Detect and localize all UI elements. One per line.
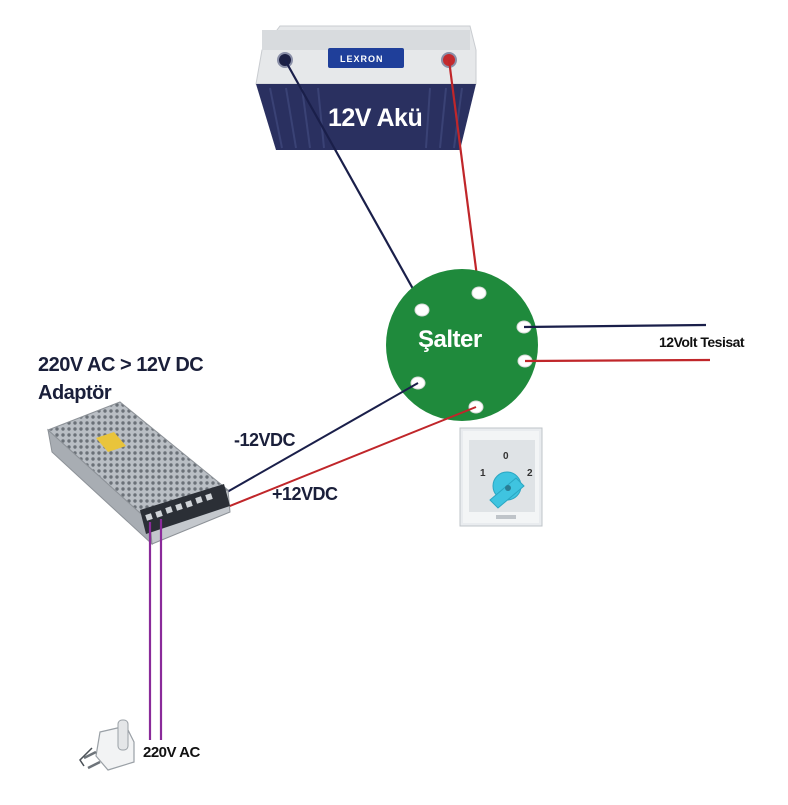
- switch-label: Şalter: [418, 326, 482, 353]
- battery-positive-wire: [447, 59, 481, 293]
- rotary-position-0: 0: [503, 451, 509, 462]
- power-supply: [47, 401, 231, 546]
- battery: [255, 25, 477, 150]
- switch-terminal-top: [471, 286, 487, 300]
- pos-dc-label: +12VDC: [272, 484, 338, 504]
- neg-dc-label: -12VDC: [234, 430, 296, 450]
- battery-brand-plate: [328, 48, 404, 68]
- switch-terminal-top-left: [414, 303, 430, 317]
- installation-positive-wire: [524, 358, 711, 363]
- adapter-terminal-block: [140, 484, 230, 534]
- installation-negative-wire: [523, 323, 707, 329]
- mains-label: 220V AC: [143, 744, 200, 761]
- adapter-title-line2: Adaptör: [38, 382, 112, 404]
- rotary-switch: 1 0 2: [459, 427, 543, 527]
- battery-negative-wire: [284, 59, 423, 306]
- plug-icon: [79, 719, 135, 771]
- battery-brand: LEXRON: [340, 54, 384, 64]
- adapter-title-line1: 220V AC > 12V DC: [38, 354, 204, 376]
- rotary-position-2: 2: [527, 468, 533, 479]
- adapter-positive-wire: [189, 406, 477, 523]
- battery-label: 12V Akü: [328, 104, 423, 132]
- installation-label: 12Volt Tesisat: [659, 334, 745, 350]
- rotary-position-1: 1: [480, 468, 486, 479]
